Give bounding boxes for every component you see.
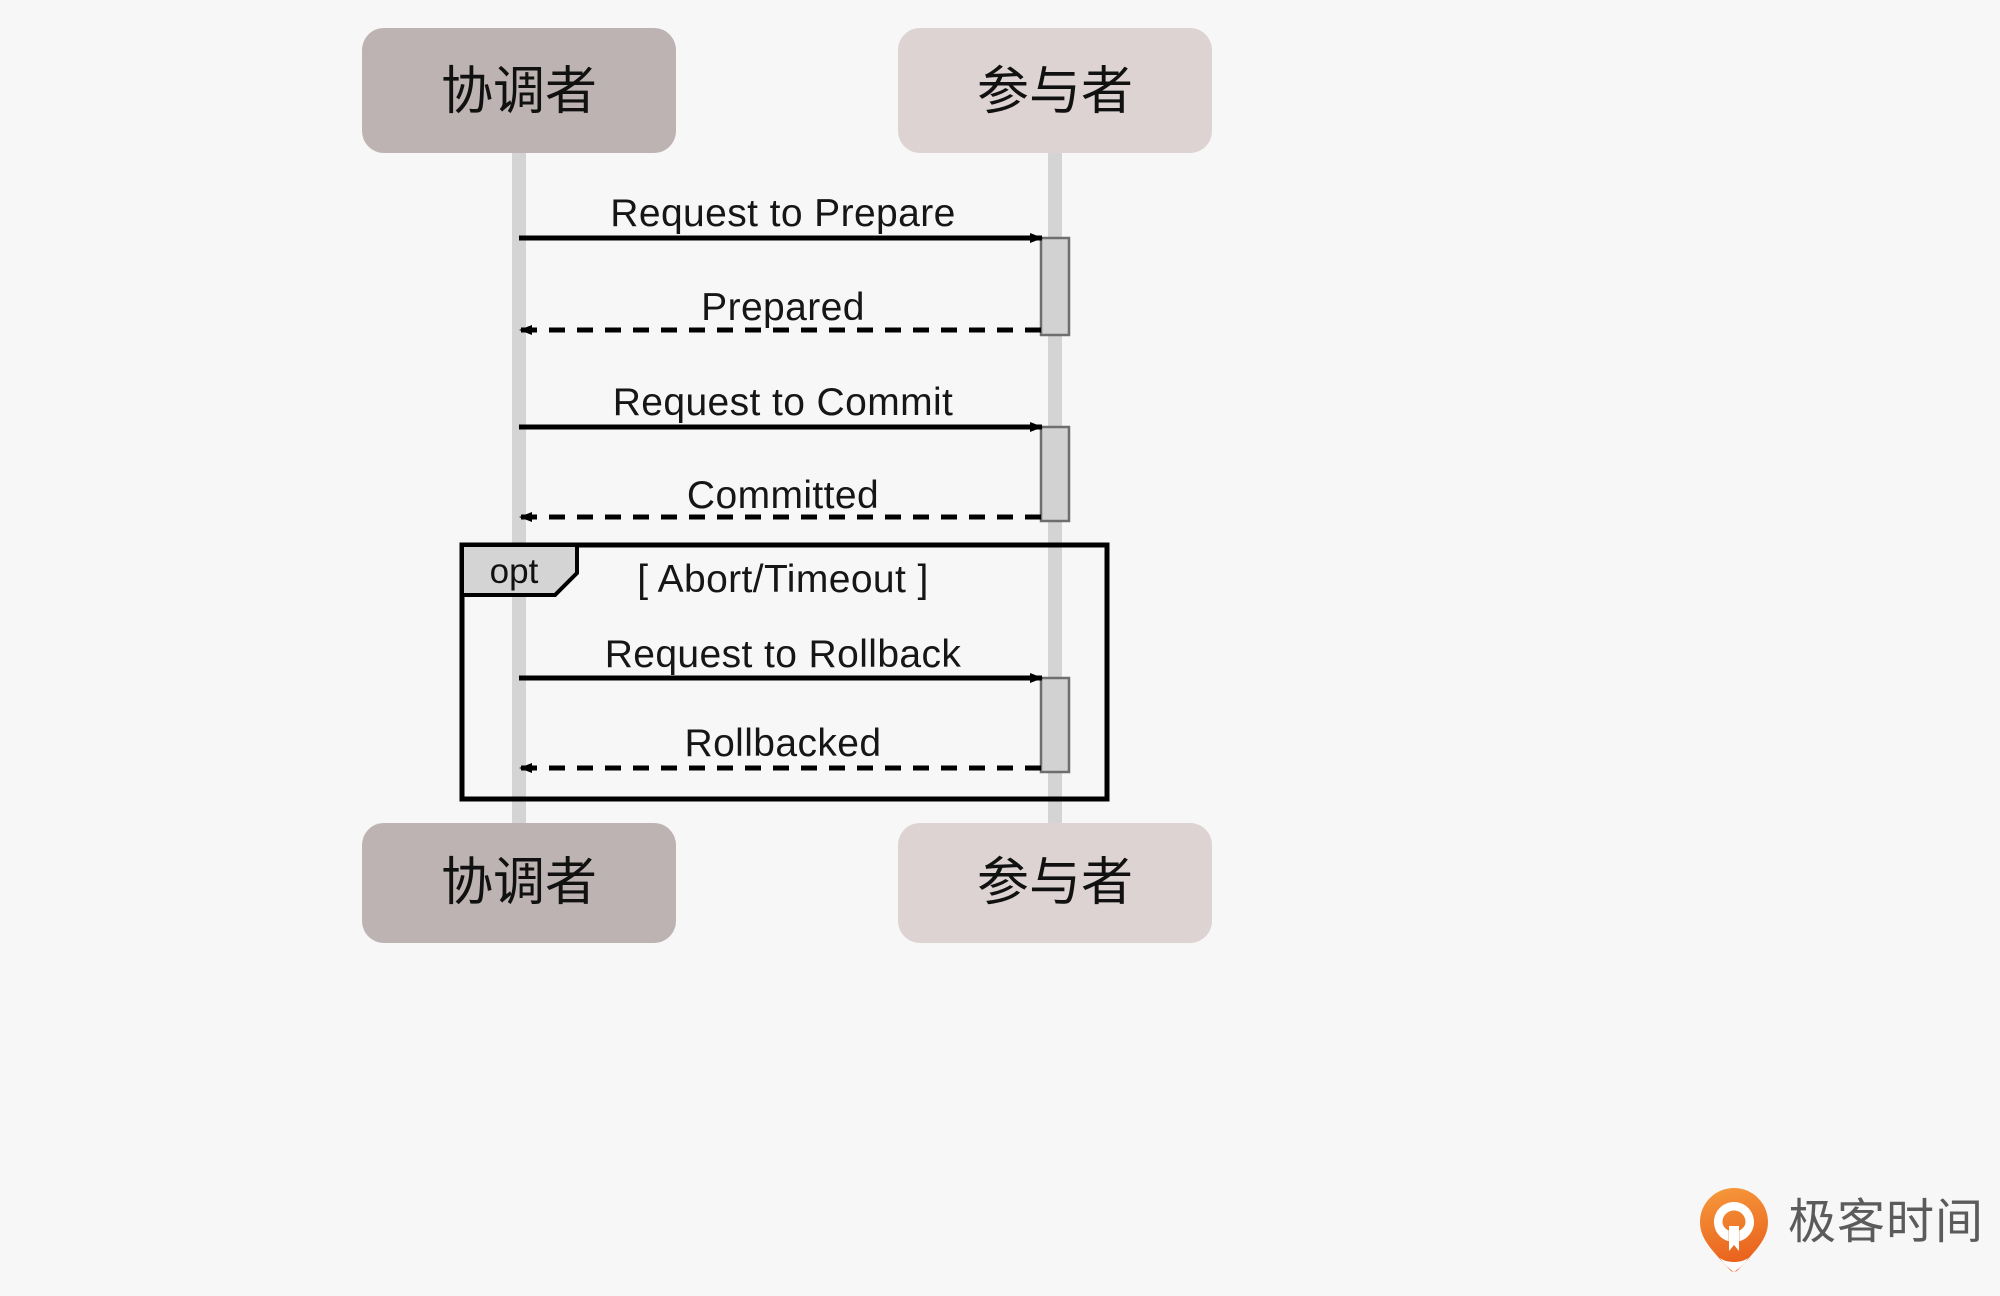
participant-label-participant-bottom: 参与者 bbox=[977, 853, 1133, 913]
participant-box-coordinator-top[interactable]: 协调者 bbox=[362, 28, 676, 153]
message-label-prepared: Prepared bbox=[701, 286, 865, 329]
geektime-pin-logo bbox=[1700, 1188, 1768, 1272]
participant-label-coordinator-top: 协调者 bbox=[441, 62, 597, 122]
message-label-committed: Committed bbox=[687, 474, 879, 517]
message-label-request-to-commit: Request to Commit bbox=[613, 381, 954, 424]
activation-bars bbox=[1039, 236, 1071, 774]
activation-bar-rollback bbox=[1039, 676, 1071, 774]
message-label-request-to-prepare: Request to Prepare bbox=[610, 192, 955, 235]
participant-box-participant-top[interactable]: 参与者 bbox=[898, 28, 1212, 153]
message-request-to-commit: Request to Commit bbox=[519, 381, 1043, 432]
participant-box-participant-bottom[interactable]: 参与者 bbox=[898, 823, 1212, 943]
message-request-to-prepare: Request to Prepare bbox=[519, 192, 1043, 243]
opt-fragment[interactable]: opt [ Abort/Timeout ] bbox=[459, 542, 1110, 802]
message-label-rollbacked: Rollbacked bbox=[685, 722, 882, 765]
lifeline-coordinator bbox=[512, 150, 526, 840]
message-rollbacked: Rollbacked bbox=[519, 722, 1041, 773]
opt-fragment-border bbox=[459, 542, 1110, 802]
participant-label-coordinator-bottom: 协调者 bbox=[441, 853, 597, 913]
watermark: 极客时间 bbox=[1700, 1188, 1984, 1272]
opt-fragment-operator-label: opt bbox=[490, 552, 539, 591]
message-label-request-to-rollback: Request to Rollback bbox=[605, 633, 962, 676]
activation-bar-prepare bbox=[1039, 236, 1071, 337]
watermark-brand-text: 极客时间 bbox=[1788, 1194, 1984, 1250]
message-request-to-rollback: Request to Rollback bbox=[519, 633, 1043, 683]
opt-fragment-tab bbox=[460, 543, 579, 597]
opt-fragment-condition-label: [ Abort/Timeout ] bbox=[637, 558, 928, 601]
participant-box-coordinator-bottom[interactable]: 协调者 bbox=[362, 823, 676, 943]
activation-bar-commit bbox=[1039, 425, 1071, 523]
message-prepared: Prepared bbox=[519, 286, 1041, 335]
participant-label-participant-top: 参与者 bbox=[977, 62, 1133, 122]
message-committed: Committed bbox=[519, 474, 1041, 522]
